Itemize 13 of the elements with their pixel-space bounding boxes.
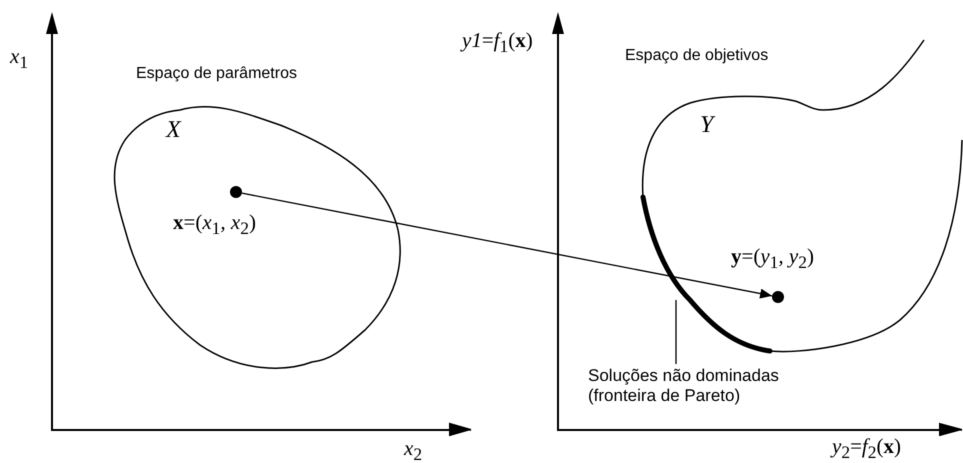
axis-label: x$_{1}$ [10,46,28,72]
coordinate-label: x=(x$_{1}$, x$_{2}$) [173,212,256,238]
region-title: Espaço de objetivos [625,46,768,66]
region-title: Espaço de parâmetros [136,64,297,84]
set-symbol: X [166,118,181,142]
arrow [242,192,772,298]
axis-label: y1=f$_{1}$(x) [462,30,533,56]
axis-label: x$_{2}$ [404,438,422,463]
set-symbol: Y [700,113,714,137]
axis-label: y$_{2}$=f$_{2}$(x) [832,436,902,462]
leader-line [675,300,677,364]
callout-text: Soluções não dominadas (fronteira de Pareto) [588,366,780,407]
coordinate-label: y=(y$_{1}$, y$_{2}$) [731,246,814,272]
